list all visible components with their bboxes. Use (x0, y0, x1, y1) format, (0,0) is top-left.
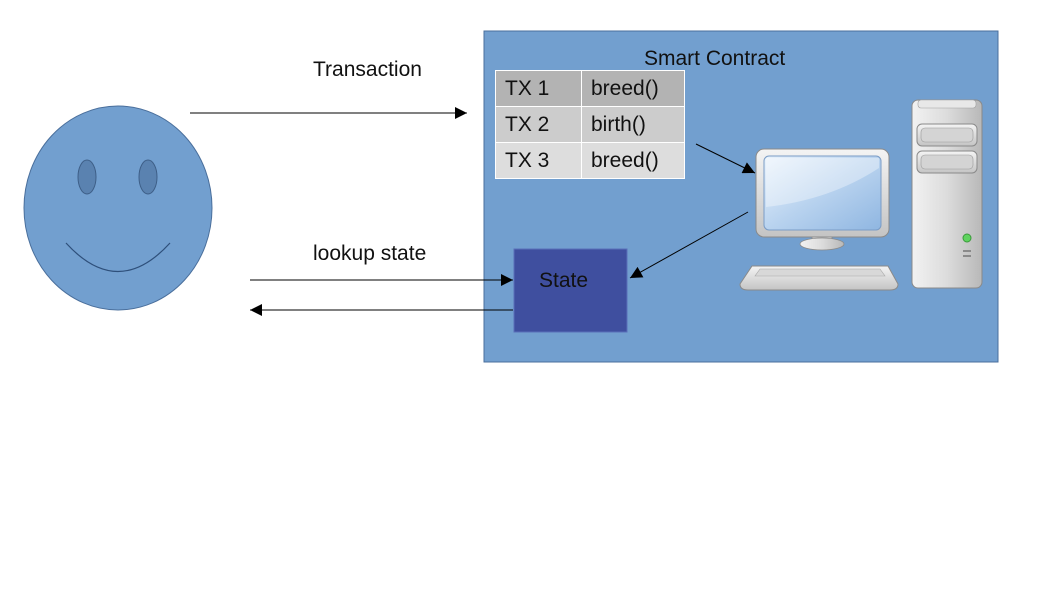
state-box (513, 248, 628, 333)
computer-to-state-arrow (629, 211, 749, 279)
tx-function-cell: birth() (581, 106, 685, 143)
table-row: TX 1 breed() (495, 70, 685, 107)
desktop-computer-icon (739, 99, 983, 291)
tx-id-cell: TX 2 (495, 106, 582, 143)
table-row: TX 3 breed() (495, 142, 685, 179)
state-label: State (539, 269, 588, 292)
tx-function-cell: breed() (581, 142, 685, 179)
lookup-state-label: lookup state (313, 242, 426, 265)
table-row: TX 2 birth() (495, 106, 685, 143)
tx-function-cell: breed() (581, 70, 685, 107)
smiley-face-icon (23, 105, 213, 311)
tx-id-cell: TX 3 (495, 142, 582, 179)
transaction-table: TX 1 breed() TX 2 birth() TX 3 breed() (495, 70, 685, 179)
tx-to-computer-arrow (695, 143, 756, 174)
smart-contract-title: Smart Contract (644, 47, 785, 70)
transaction-label: Transaction (313, 58, 422, 81)
tx-id-cell: TX 1 (495, 70, 582, 107)
